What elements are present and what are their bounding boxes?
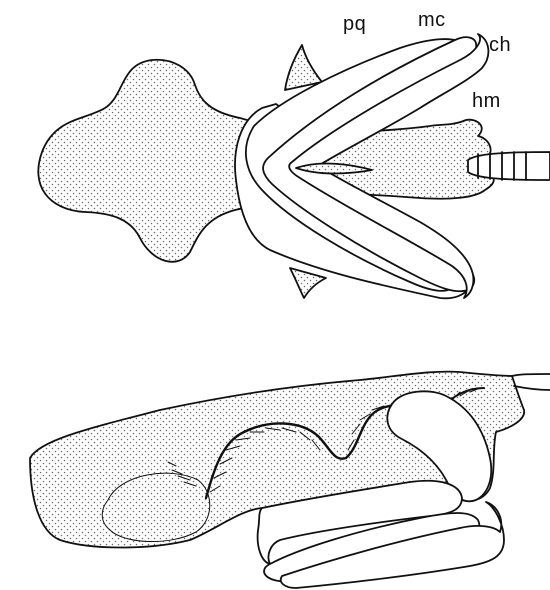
lateral-process-lower	[290, 268, 326, 298]
notochord-lateral	[512, 374, 550, 390]
label-hm: hm	[472, 91, 501, 111]
label-ch: ch	[489, 35, 511, 55]
label-pq: pq	[343, 14, 366, 34]
ventral-view	[38, 34, 550, 298]
lateral-view	[30, 372, 550, 588]
label-mc: mc	[418, 10, 446, 30]
notochord	[468, 152, 550, 180]
lateral-process-upper	[285, 45, 322, 90]
